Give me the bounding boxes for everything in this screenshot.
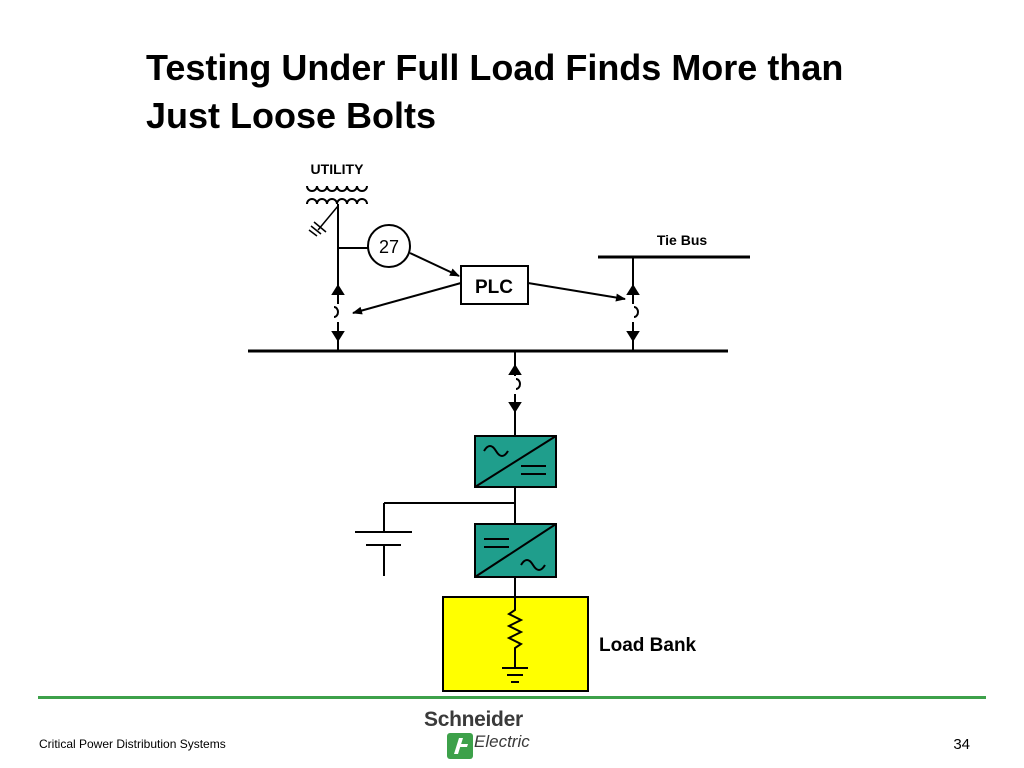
breaker-utility[interactable] [331, 284, 345, 351]
footer-text: Critical Power Distribution Systems [39, 737, 226, 751]
inverter[interactable] [474, 523, 557, 578]
logo-name: Schneider [424, 708, 523, 731]
load-bank-label: Load Bank [599, 635, 697, 656]
footer-rule [38, 696, 986, 699]
ground-symbol-load [502, 667, 528, 683]
plc-label: PLC [475, 277, 513, 298]
tie-bus-label: Tie Bus [657, 232, 708, 248]
utility-transformer [306, 185, 368, 205]
logo-mark-icon [447, 733, 473, 759]
relay-27-label: 27 [379, 237, 399, 257]
slide-title-line-1: Testing Under Full Load Finds More than [146, 47, 844, 88]
breaker-tie[interactable] [626, 257, 640, 351]
breaker-ups[interactable] [508, 351, 522, 436]
relay-27-circle[interactable] [367, 224, 411, 268]
schneider-electric-logo: Schneider Electric [424, 708, 539, 764]
logo-sub: Electric [474, 732, 530, 751]
page-number: 34 [953, 736, 970, 753]
utility-label: UTILITY [311, 161, 365, 177]
rectifier[interactable] [474, 435, 557, 488]
one-line-diagram: UTILITY 27 PLC Tie Bus [248, 161, 750, 692]
slide-title-line-2: Just Loose Bolts [146, 95, 437, 136]
load-bank[interactable] [442, 596, 589, 692]
utility-feeder [337, 204, 370, 288]
plc-box[interactable] [460, 265, 529, 305]
resistor-symbol [506, 597, 524, 668]
ground-symbol [308, 205, 339, 237]
slide-title: Testing Under Full Load Finds More than … [146, 44, 946, 140]
battery [355, 502, 515, 576]
control-signals [352, 252, 626, 315]
